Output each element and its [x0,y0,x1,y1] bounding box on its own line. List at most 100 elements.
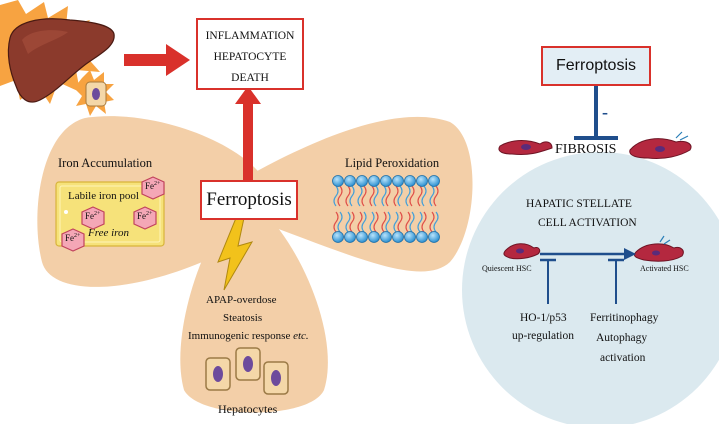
lipid-tail [369,185,375,207]
hepatocytes-label: Hepatocytes [218,402,278,416]
lipid-head [416,175,428,187]
lipid-tail [429,211,435,233]
lipid-head [428,175,440,187]
cause-immunogenic-text: Immunogenic response [188,330,294,342]
right-lobe-shape [248,116,473,272]
lipid-tail [381,185,387,207]
activation-title-line2: CELL ACTIVATION [538,217,637,229]
fe-ion-charge: 2+ [146,211,153,217]
lipid-tail [409,185,415,207]
fe-ion-charge: 2+ [154,181,161,187]
cell-nucleus [92,88,100,100]
lipid-tail [369,211,375,233]
ferroptosis-panel-box: Ferroptosis [541,46,651,86]
lipid-head [404,175,416,187]
lipid-head [332,175,344,187]
lipid-head [344,175,356,187]
lipid-head [380,175,392,187]
ferri-line2: Autophagy [596,332,648,344]
fe-ion-icon: Fe2+ [80,206,106,230]
lipid-head [368,231,380,243]
iron-accumulation-title: Iron Accumulation [58,156,153,170]
cause-apap: APAP-overdose [206,294,277,306]
liver-to-damage-arrow [124,44,190,76]
fibrosis-label: FIBROSIS [555,142,617,157]
quiescent-hsc-label: Quiescent HSC [482,264,532,273]
lipid-tail [361,211,367,233]
ferroptosis-inhibit-bar [574,136,618,140]
inhibit-sign: - [602,102,608,122]
lipid-tail [421,211,427,233]
fe-ion-symbol: Fe [137,211,146,221]
fe-ion-icon: Fe2+ [132,206,158,230]
cause-steatosis: Steatosis [223,312,263,324]
activated-hsc-label: Activated HSC [640,264,689,273]
iron-pool-dot [64,210,68,214]
lipid-tail [385,211,391,233]
lipid-tail [393,185,399,207]
fe-ion-symbol: Fe [65,233,74,243]
damage-outcome-box: INFLAMMATION HEPATOCYTE DEATH [196,18,304,90]
quiescent-nucleus [516,248,524,254]
fe-ion-symbol: Fe [145,181,154,191]
lipid-tail [397,211,403,233]
lipid-tail [421,185,427,207]
lipid-head [344,231,356,243]
ferri-line3: activation [600,352,646,364]
lipid-tail [357,211,363,233]
ferroptosis-center-label: Ferroptosis [206,189,292,210]
ho1-line2: up-regulation [512,330,574,342]
lipid-head [380,231,392,243]
activated-fiber [659,235,671,245]
lipid-tail [405,185,411,207]
lipid-tail [361,185,367,207]
activation-title-line1: HAPATIC STELLATE [526,198,632,210]
hepatocyte-cells-icon [205,347,289,395]
fe-ion-icon: Fe2+ [140,176,166,200]
lipid-bilayer-icon [332,175,440,243]
damage-line-3: DEATH [231,72,269,84]
lipid-tail [349,185,355,207]
ferroptosis-center-box: Ferroptosis [200,180,298,220]
lipid-tail [433,185,439,207]
lipid-tail [333,211,339,233]
activated-nucleus [652,250,660,256]
iron-pool-card-inner [59,185,161,243]
lipid-tail [337,211,343,233]
lipid-head [368,175,380,187]
damage-line-2: HEPATOCYTE [213,51,287,63]
activation-arrowhead [624,248,636,260]
lipid-tail [345,211,351,233]
liver-highlight [22,30,68,54]
lipid-head [428,231,440,243]
stellate-nucleus-left [521,144,531,150]
damage-line-1: INFLAMMATION [205,30,295,42]
lipid-head [392,231,404,243]
fe-ion-charge: 2+ [74,233,81,239]
ferroptosis-to-damage-arrowhead [235,86,261,104]
lipid-tail [417,185,423,207]
lipid-head [404,231,416,243]
hsc-activation-circle [462,152,719,424]
ferroptosis-inhibit-line [594,86,598,136]
lipid-head [356,175,368,187]
iron-pool-card [55,181,165,247]
fe-ion-charge: 2+ [94,211,101,217]
lipid-head [416,231,428,243]
ho1-line1: HO-1/p53 [520,312,567,324]
labile-iron-pool-label: Labile iron pool [68,190,139,202]
free-iron-label: Free iron [88,227,130,239]
lipid-tail [417,211,423,233]
cause-etc: etc. [293,330,309,342]
lipid-tail [333,185,339,207]
lipid-tail [373,185,379,207]
lipid-tail [409,211,415,233]
lipid-tail [373,211,379,233]
ferroptosis-panel-label: Ferroptosis [555,57,637,74]
lipid-head [332,231,344,243]
cause-immunogenic: Immunogenic response etc. [188,330,309,342]
stellate-fiber [675,131,689,141]
lipid-tail [385,185,391,207]
lipid-tail [433,211,439,233]
